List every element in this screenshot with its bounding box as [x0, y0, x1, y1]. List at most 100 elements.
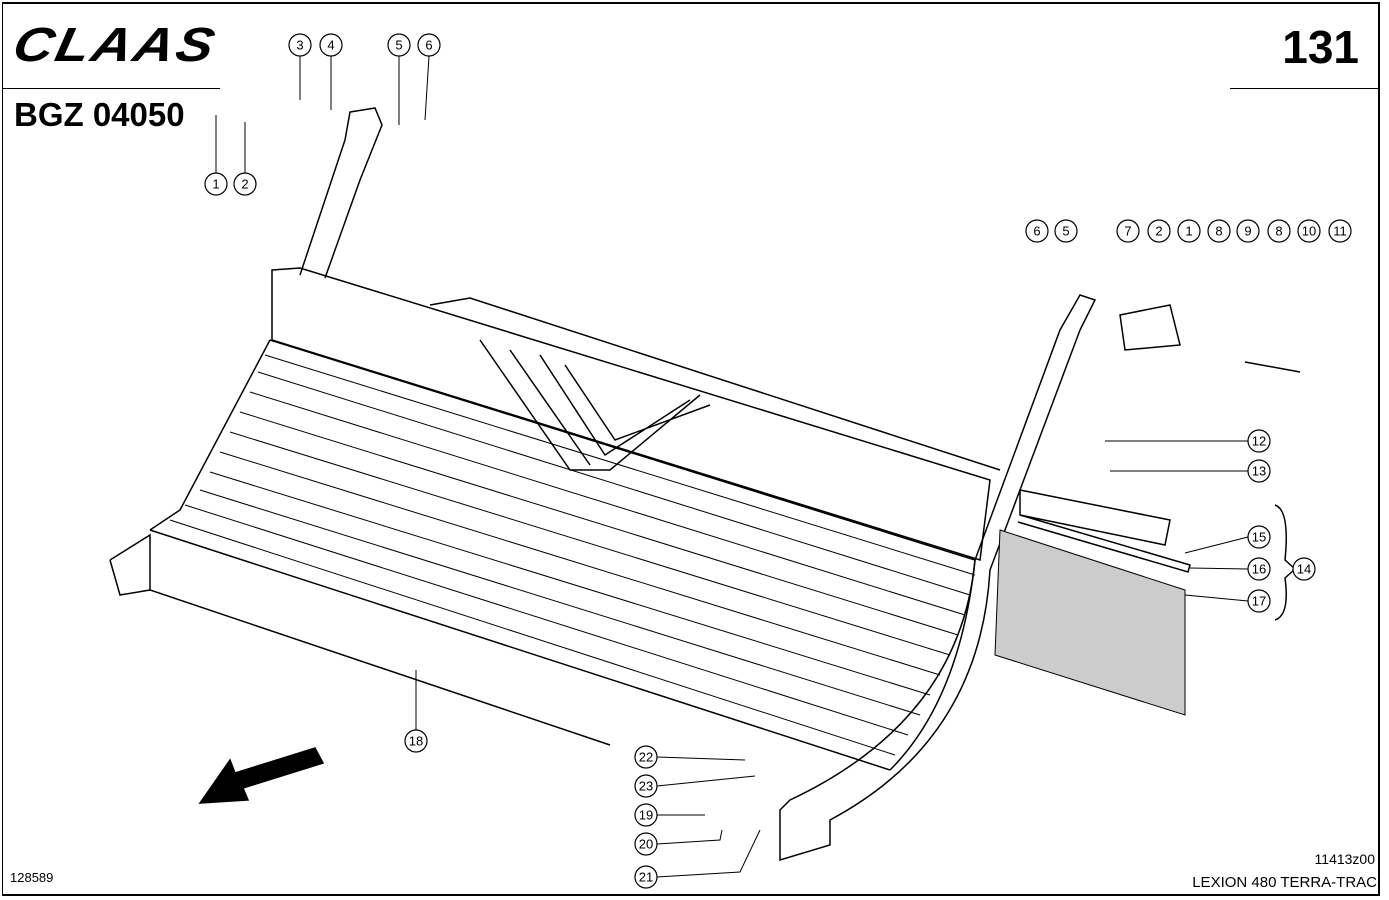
callout-label: 2 — [1155, 224, 1162, 239]
callout-4: 4 — [319, 33, 343, 57]
concave-screen — [149, 339, 976, 771]
callout-circle — [1116, 219, 1140, 243]
v-guide — [479, 339, 711, 471]
callout-18: 18 — [404, 729, 428, 753]
group-code: BGZ 04050 — [14, 96, 185, 133]
callout-2: 2 — [1147, 219, 1171, 243]
top-cover — [429, 297, 1001, 471]
callout-label: 20 — [639, 837, 653, 852]
callout-label: 1 — [212, 177, 219, 192]
pin — [1244, 361, 1301, 373]
direction-arrow-icon — [198, 747, 325, 804]
callout-label: 6 — [425, 38, 432, 53]
callout-circle — [1025, 219, 1049, 243]
callout-5: 5 — [1054, 219, 1078, 243]
right-side-arm — [779, 294, 1097, 862]
callout-circle — [1267, 219, 1291, 243]
callout-circle — [1328, 219, 1352, 243]
callout-label: 3 — [296, 38, 303, 53]
callout-circle — [1147, 219, 1171, 243]
callout-6: 6 — [1025, 219, 1049, 243]
callout-23: 23 — [634, 774, 658, 798]
callout-6: 6 — [417, 33, 441, 57]
callout-8: 8 — [1267, 219, 1291, 243]
callout-label: 12 — [1252, 434, 1266, 449]
callout-label: 6 — [1033, 224, 1040, 239]
callout-circle — [634, 832, 658, 856]
front-lip — [109, 533, 611, 746]
callout-3: 3 — [288, 33, 312, 57]
callout-label: 8 — [1275, 224, 1282, 239]
callout-label: 8 — [1215, 224, 1222, 239]
callout-1: 1 — [1177, 219, 1201, 243]
callout-circle — [319, 33, 343, 57]
callout-circle — [1247, 459, 1271, 483]
callout-12: 12 — [1247, 429, 1271, 453]
callout-circle — [233, 172, 257, 196]
callout-19: 19 — [634, 803, 658, 827]
reference-number: 128589 — [10, 870, 54, 885]
callout-17: 17 — [1247, 589, 1271, 613]
callout-2: 2 — [233, 172, 257, 196]
bracket-brace — [1274, 504, 1297, 621]
callout-circle — [1297, 219, 1321, 243]
callout-circle — [634, 803, 658, 827]
callout-label: 7 — [1124, 224, 1131, 239]
callout-label: 15 — [1252, 530, 1266, 545]
callout-label: 9 — [1244, 224, 1251, 239]
callout-circle — [1207, 219, 1231, 243]
callout-label: 5 — [395, 38, 402, 53]
callout-circle — [288, 33, 312, 57]
callout-label: 23 — [639, 779, 653, 794]
callout-circle — [634, 774, 658, 798]
divider — [1230, 88, 1380, 89]
callout-circle — [1247, 429, 1271, 453]
model-name: LEXION 480 TERRA-TRAC — [1192, 874, 1377, 891]
callout-11: 11 — [1328, 219, 1352, 243]
callout-15: 15 — [1247, 525, 1271, 549]
callout-circle — [1247, 525, 1271, 549]
callout-21: 21 — [634, 865, 658, 889]
screen-bars — [169, 354, 976, 756]
callout-label: 16 — [1252, 562, 1266, 577]
callout-circle — [204, 172, 228, 196]
leader-lines — [215, 55, 1249, 878]
callout-label: 10 — [1302, 224, 1316, 239]
callout-label: 1 — [1185, 224, 1192, 239]
callout-label: 19 — [639, 808, 653, 823]
callout-label: 4 — [327, 38, 334, 53]
callout-label: 22 — [639, 750, 653, 765]
callout-9: 9 — [1236, 219, 1260, 243]
callout-label: 13 — [1252, 464, 1266, 479]
callout-circle — [634, 745, 658, 769]
left-side-arm — [299, 107, 383, 279]
callout-14: 14 — [1292, 557, 1316, 581]
callout-circle — [1236, 219, 1260, 243]
callout-label: 18 — [409, 734, 423, 749]
divider — [2, 88, 220, 89]
callout-label: 17 — [1252, 594, 1266, 609]
callout-label: 5 — [1062, 224, 1069, 239]
callout-circle — [404, 729, 428, 753]
callout-label: 14 — [1297, 562, 1311, 577]
callout-circle — [1054, 219, 1078, 243]
callout-22: 22 — [634, 745, 658, 769]
rubber-flap — [994, 529, 1186, 716]
callout-circle — [1292, 557, 1316, 581]
callout-circle — [387, 33, 411, 57]
callout-circle — [417, 33, 441, 57]
callout-7: 7 — [1116, 219, 1140, 243]
callout-10: 10 — [1297, 219, 1321, 243]
callout-circle — [1247, 557, 1271, 581]
callout-label: 21 — [639, 870, 653, 885]
drawing-number: 11413z00 — [1314, 851, 1375, 867]
callout-20: 20 — [634, 832, 658, 856]
bracket-plate — [1119, 304, 1181, 351]
callout-8: 8 — [1207, 219, 1231, 243]
page-number: 131 — [1282, 21, 1359, 73]
callout-1: 1 — [204, 172, 228, 196]
callout-label: 2 — [241, 177, 248, 192]
